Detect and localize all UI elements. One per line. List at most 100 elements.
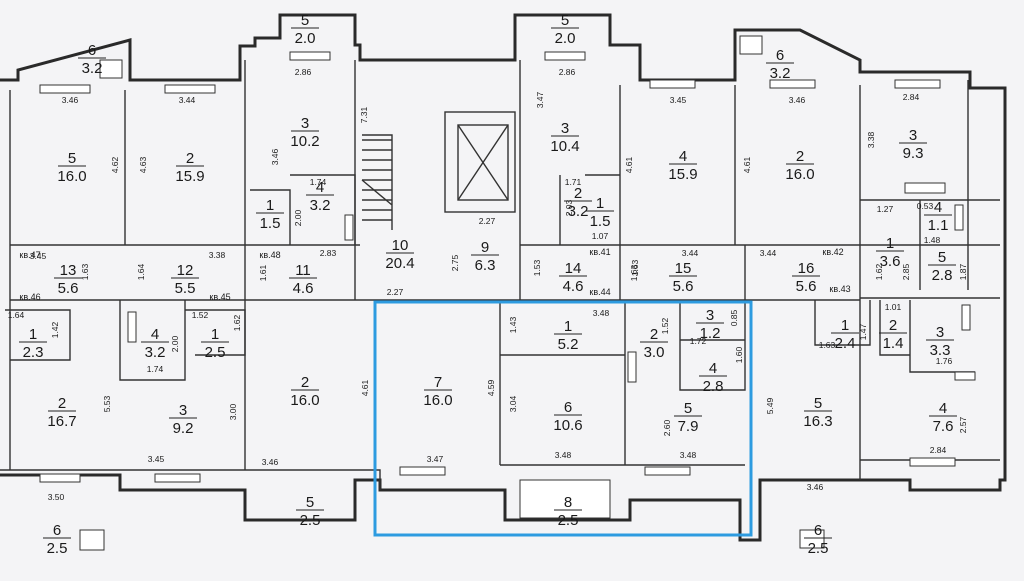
room-number: 5 (301, 12, 309, 29)
room-number: 3 (909, 127, 917, 144)
room-number: 14 (565, 260, 582, 277)
room-number: 6 (776, 47, 784, 64)
room-r24: 144.6 (559, 260, 587, 295)
dimension-label: 1.48 (924, 235, 941, 245)
room-number: 5 (684, 400, 692, 417)
dimension-label: 2.57 (958, 416, 968, 433)
dimension-label: 1.74 (310, 177, 327, 187)
dimension-label: 1.63 (819, 340, 836, 350)
apartment-label: кв.48 (259, 250, 280, 260)
dimension-label: 2.60 (662, 419, 672, 436)
room-area: 2.0 (555, 30, 576, 47)
dimension-label: 2.84 (930, 445, 947, 455)
room-r27: 12.3 (19, 326, 47, 361)
dimension-label: 3.38 (866, 131, 876, 148)
room-number: 5 (814, 395, 822, 412)
dimension-label: 4.62 (110, 156, 120, 173)
room-number: 2 (58, 395, 66, 412)
room-r32: 15.2 (554, 318, 582, 353)
room-r03: 215.9 (175, 150, 204, 185)
room-area: 2.0 (295, 30, 316, 47)
dimension-label: 1.71 (565, 177, 582, 187)
room-area: 16.3 (803, 413, 832, 430)
room-number: 2 (186, 150, 194, 167)
room-number: 5 (68, 150, 76, 167)
room-area: 10.4 (550, 138, 579, 155)
room-number: 2 (574, 185, 582, 202)
dimension-label: 3.44 (179, 95, 196, 105)
room-number: 8 (564, 494, 572, 511)
dimension-label: 1.63 (630, 259, 640, 276)
room-number: 2 (650, 326, 658, 343)
dimension-label: 1.62 (232, 314, 242, 331)
room-r38: 12.4 (831, 317, 859, 352)
room-area: 10.2 (290, 133, 319, 150)
room-r46: 82.5 (554, 494, 582, 529)
room-area: 3.3 (930, 342, 951, 359)
dimension-label: 1.72 (690, 336, 707, 346)
room-number: 9 (481, 239, 489, 256)
room-area: 1.2 (700, 325, 721, 342)
dimension-label: 1.76 (936, 356, 953, 366)
dimension-label: 7.31 (359, 106, 369, 123)
room-area: 2.4 (835, 335, 856, 352)
room-area: 2.8 (932, 267, 953, 284)
room-r01: 63.2 (78, 42, 106, 77)
room-area: 2.5 (47, 540, 68, 557)
room-area: 2.5 (558, 512, 579, 529)
room-area: 5.6 (796, 278, 817, 295)
room-number: 4 (316, 179, 324, 196)
room-number: 1 (564, 318, 572, 335)
room-r47: 62.5 (804, 522, 832, 557)
room-number: 4 (939, 400, 947, 417)
room-area: 1.4 (883, 335, 904, 352)
room-number: 1 (841, 317, 849, 334)
dimension-label: 1.61 (258, 264, 268, 281)
dimension-label: 2.00 (170, 335, 180, 352)
room-r31: 716.0 (423, 374, 452, 409)
room-number: 7 (434, 374, 442, 391)
apartment-label: кв.41 (589, 247, 610, 257)
dimension-label: 4.61 (742, 156, 752, 173)
dimension-label: 3.48 (593, 308, 610, 318)
dimension-label: 1.62 (874, 263, 884, 280)
room-area: 2.5 (808, 540, 829, 557)
room-area: 16.7 (47, 413, 76, 430)
dimension-label: 1.01 (885, 302, 902, 312)
room-number: 3 (179, 402, 187, 419)
room-number: 10 (392, 237, 409, 254)
room-area: 20.4 (385, 255, 414, 272)
room-number: 6 (88, 42, 96, 59)
walls (0, 13, 1007, 542)
room-r48: 62.5 (43, 522, 71, 557)
dimension-label: 1.60 (734, 346, 744, 363)
room-area: 5.2 (558, 336, 579, 353)
dimension-label: 3.44 (682, 248, 699, 258)
room-number: 1 (211, 326, 219, 343)
room-r12: 23.2 (564, 185, 592, 220)
room-area: 2.3 (23, 344, 44, 361)
room-area: 6.3 (475, 257, 496, 274)
dimension-label: 0.53 (917, 201, 934, 211)
dimension-label: 2.27 (479, 216, 496, 226)
dimension-label: 3.44 (760, 248, 777, 258)
dimension-label: 3.46 (262, 457, 279, 467)
room-number: 5 (561, 12, 569, 29)
room-r41: 216.7 (47, 395, 76, 430)
room-r40: 33.3 (926, 324, 954, 359)
room-r19: 13.6 (876, 235, 904, 270)
dimension-label: 3.38 (209, 250, 226, 260)
room-r02: 516.0 (57, 150, 86, 185)
room-number: 2 (796, 148, 804, 165)
room-r28: 43.2 (141, 326, 169, 361)
room-number: 4 (934, 199, 942, 216)
dimension-label: 2.03 (564, 199, 574, 216)
apartment-label: кв.43 (829, 284, 850, 294)
apartment-label: кв.47 (19, 250, 40, 260)
room-area: 3.2 (770, 65, 791, 82)
room-area: 1.1 (928, 217, 949, 234)
room-r37: 57.9 (674, 400, 702, 435)
room-area: 7.6 (933, 418, 954, 435)
